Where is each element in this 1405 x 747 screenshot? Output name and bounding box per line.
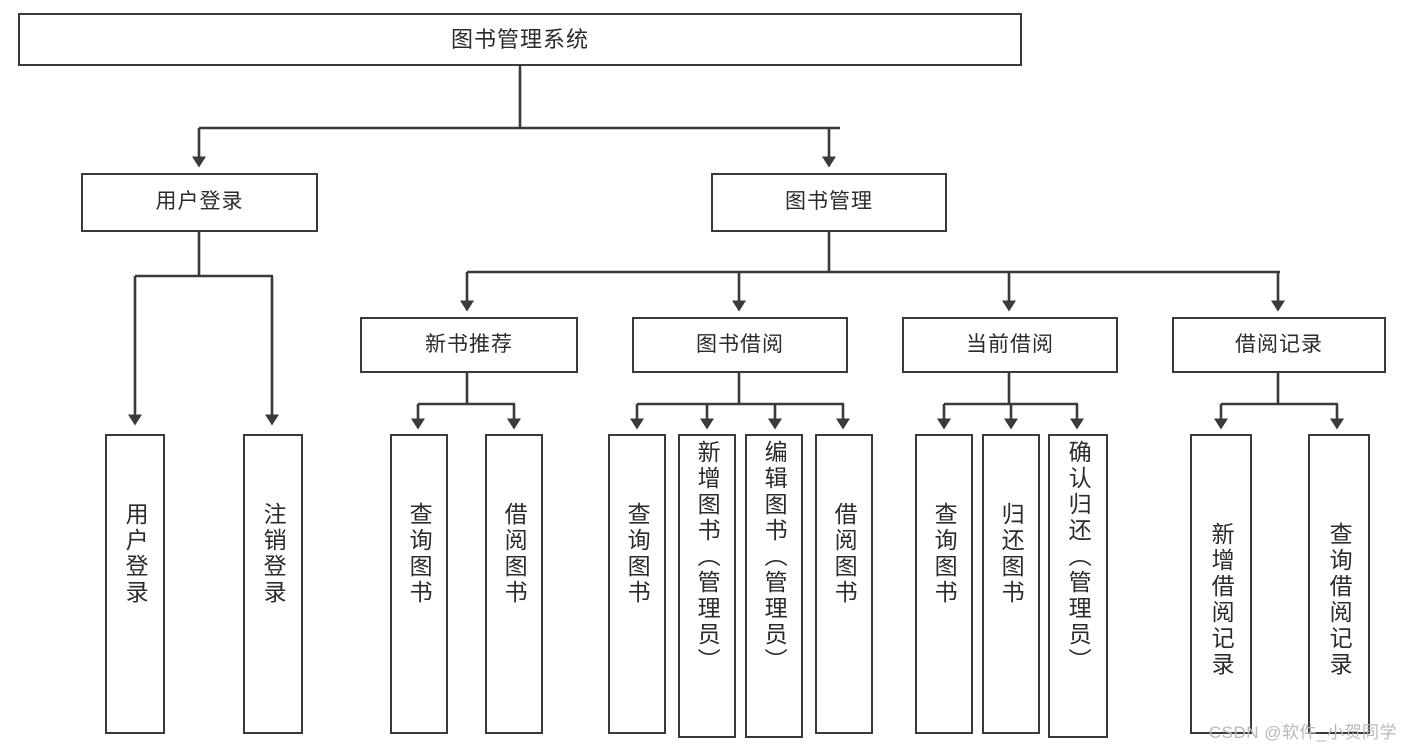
node-leaf-query-book-2-label: 查询图书 — [624, 502, 651, 606]
node-leaf-confirm-return-admin[interactable]: 确认归还（管理员） — [1048, 434, 1108, 738]
node-new-book-recommend-label: 新书推荐 — [425, 332, 513, 356]
watermark: CSDN @软件_小贺同学 — [1208, 723, 1397, 742]
node-leaf-add-borrow-record[interactable]: 新增借阅记录 — [1190, 434, 1252, 734]
node-leaf-query-book-1[interactable]: 查询图书 — [390, 434, 448, 734]
node-leaf-borrow-book-1-label: 借阅图书 — [501, 502, 528, 606]
node-book-borrow[interactable]: 图书借阅 — [632, 317, 848, 373]
node-current-borrow[interactable]: 当前借阅 — [902, 317, 1118, 373]
node-leaf-return-book[interactable]: 归还图书 — [982, 434, 1040, 734]
node-leaf-borrow-book-2-label: 借阅图书 — [831, 502, 858, 606]
node-leaf-add-borrow-record-label: 新增借阅记录 — [1208, 522, 1235, 678]
node-user-login-label: 用户登录 — [155, 190, 244, 214]
node-leaf-user-login-label: 用户登录 — [122, 502, 149, 606]
node-leaf-user-login[interactable]: 用户登录 — [105, 434, 165, 734]
node-leaf-logout-login-label: 注销登录 — [260, 502, 287, 606]
node-root-label: 图书管理系统 — [450, 26, 589, 52]
node-leaf-borrow-book-1[interactable]: 借阅图书 — [485, 434, 543, 734]
node-root[interactable]: 图书管理系统 — [18, 13, 1022, 66]
node-book-management[interactable]: 图书管理 — [711, 173, 947, 232]
node-leaf-add-book-admin[interactable]: 新增图书（管理员） — [678, 434, 736, 738]
node-leaf-query-book-3[interactable]: 查询图书 — [915, 434, 973, 734]
node-user-login[interactable]: 用户登录 — [81, 173, 318, 232]
node-leaf-borrow-book-2[interactable]: 借阅图书 — [815, 434, 873, 734]
node-leaf-query-book-1-label: 查询图书 — [406, 502, 433, 606]
node-leaf-query-book-2[interactable]: 查询图书 — [608, 434, 666, 734]
node-borrow-record[interactable]: 借阅记录 — [1172, 317, 1386, 373]
node-new-book-recommend[interactable]: 新书推荐 — [360, 317, 578, 373]
node-current-borrow-label: 当前借阅 — [966, 332, 1054, 356]
node-leaf-return-book-label: 归还图书 — [998, 502, 1025, 606]
node-borrow-record-label: 借阅记录 — [1235, 332, 1323, 356]
node-leaf-logout-login[interactable]: 注销登录 — [243, 434, 303, 734]
node-leaf-query-borrow-record-label: 查询借阅记录 — [1326, 522, 1353, 678]
node-book-borrow-label: 图书借阅 — [696, 332, 784, 356]
node-leaf-query-borrow-record[interactable]: 查询借阅记录 — [1308, 434, 1370, 734]
node-leaf-edit-book-admin-label: 编辑图书（管理员） — [761, 440, 788, 674]
node-leaf-query-book-3-label: 查询图书 — [931, 502, 958, 606]
node-leaf-add-book-admin-label: 新增图书（管理员） — [694, 440, 721, 674]
node-leaf-edit-book-admin[interactable]: 编辑图书（管理员） — [745, 434, 803, 738]
node-book-management-label: 图书管理 — [785, 190, 873, 214]
node-leaf-confirm-return-admin-label: 确认归还（管理员） — [1065, 440, 1092, 674]
